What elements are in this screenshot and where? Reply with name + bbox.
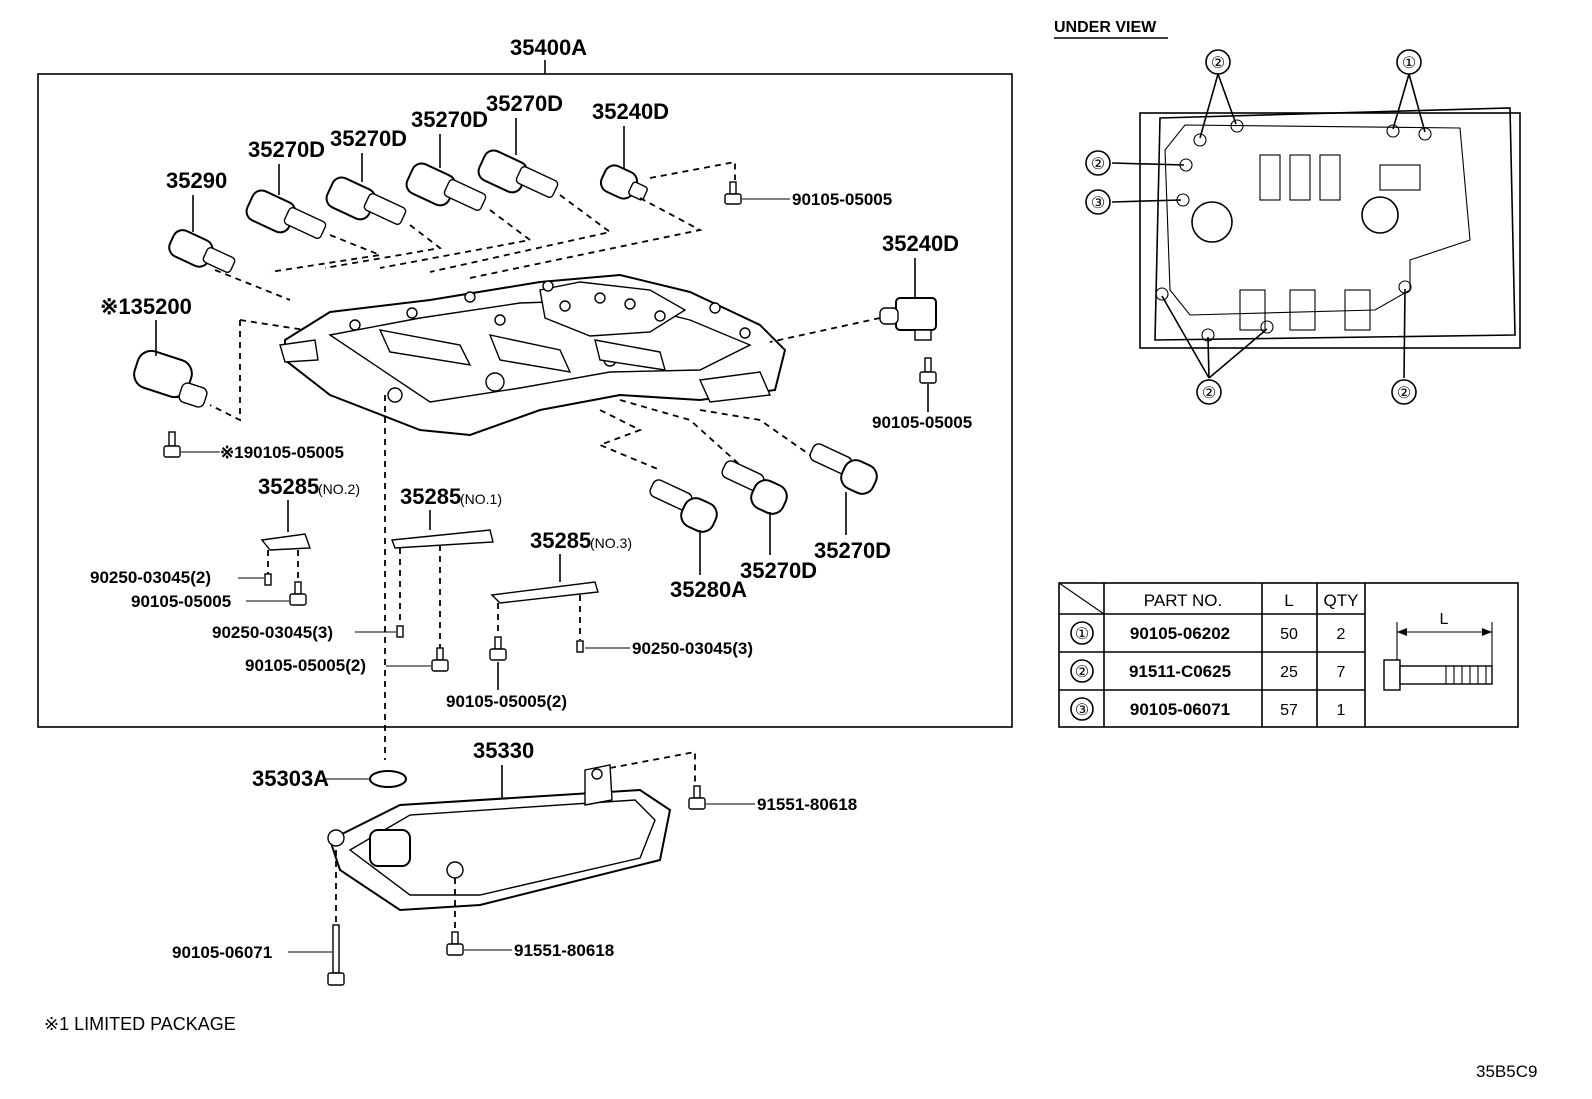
bolt-90105-05005-right (919, 357, 937, 384)
callout-2-bottom: ② (1202, 385, 1216, 402)
label-pin-no3: 90250-03045(3) (632, 639, 753, 658)
label-strainer: 35330 (473, 738, 534, 763)
solenoid-35240d-top (599, 164, 648, 201)
label-plate-no2: 35285 (258, 474, 319, 499)
solenoid-35280a (649, 479, 718, 533)
bolt-90105-05005-top (724, 181, 742, 205)
table-row1-l: 50 (1280, 626, 1298, 643)
main-assembly-label: 35400A (510, 35, 587, 60)
plate-no2 (260, 533, 311, 551)
callout-lines (1111, 73, 1426, 379)
solenoid-35270d-a (245, 189, 327, 239)
solenoid-35270d-c (405, 162, 487, 211)
label-bolt-no3: 90105-05005(2) (446, 692, 567, 711)
oil-strainer (327, 764, 672, 912)
label-35270d-2: 35270D (330, 126, 407, 151)
label-35270d-1: 35270D (248, 137, 325, 162)
table-row2-qty: 7 (1337, 664, 1346, 681)
table-row1-qty: 2 (1337, 626, 1346, 643)
label-35270d-5: 35270D (740, 558, 817, 583)
label-plate-no1-sub: (NO.1) (460, 491, 502, 507)
label-strainer-bolt-bottom: 91551-80618 (514, 941, 614, 960)
label-bolt-no2: 90105-05005 (131, 592, 231, 611)
label-strainer-long-bolt: 90105-06071 (172, 943, 272, 962)
table-row2-ref: ② (1075, 664, 1089, 681)
label-35290: 35290 (166, 168, 227, 193)
bolt-no1 (431, 647, 449, 672)
bolt-no3 (489, 636, 507, 661)
callout-2-left: ② (1091, 156, 1105, 173)
table-row1-partno: 90105-06202 (1130, 624, 1230, 643)
bolt-91551-80618-bottom (446, 931, 464, 956)
label-plate-no3: 35285 (530, 528, 591, 553)
callout-1: ① (1402, 55, 1416, 72)
table-row3-ref: ③ (1075, 702, 1089, 719)
dashed-guide (609, 750, 696, 785)
table-header-qty: QTY (1324, 591, 1359, 610)
bolt-length-label: L (1440, 611, 1449, 628)
table-row3-partno: 90105-06071 (1130, 700, 1230, 719)
label-oring: 35303A (252, 766, 329, 791)
under-view-title: UNDER VIEW (1054, 19, 1157, 36)
table-row3-l: 57 (1280, 702, 1298, 719)
label-bolt-no1: 90105-05005(2) (245, 656, 366, 675)
figure-code: 35B5C9 (1476, 1062, 1537, 1081)
solenoid-35270d-b (325, 176, 407, 225)
assembly-frame (37, 73, 1013, 728)
plate-no1 (391, 529, 494, 549)
callout-2-right: ② (1397, 385, 1411, 402)
solenoid-35270d-d (477, 149, 559, 198)
callout-2-top: ② (1211, 55, 1225, 72)
label-35280a: 35280A (670, 577, 747, 602)
bolt-91551-80618-top (688, 785, 706, 810)
footnote: ※1 LIMITED PACKAGE (44, 1014, 236, 1034)
label-35240d-top: 35240D (592, 99, 669, 124)
label-strainer-bolt-top: 91551-80618 (757, 795, 857, 814)
label-35200: ※135200 (100, 294, 192, 319)
label-bolt-top-right: 90105-05005 (792, 190, 892, 209)
table-row3-qty: 1 (1337, 702, 1346, 719)
valve-body (279, 273, 787, 437)
label-bolt-left: ※190105-05005 (220, 443, 344, 462)
under-view-drawing (1139, 107, 1521, 349)
o-ring (369, 770, 407, 788)
bolt-no2 (289, 581, 307, 606)
callout-circles (1085, 49, 1422, 405)
solenoid-35290 (168, 229, 236, 273)
pin-no1 (396, 625, 404, 638)
label-plate-no2-sub: (NO.2) (318, 481, 360, 497)
table-header-partno: PART NO. (1144, 591, 1222, 610)
bolt-90105-05005-left (163, 431, 181, 458)
solenoid-35270d-e (721, 460, 788, 515)
label-35270d-6: 35270D (814, 538, 891, 563)
label-pin-no2: 90250-03045(2) (90, 568, 211, 587)
label-plate-no3-sub: (NO.3) (590, 535, 632, 551)
label-35240d-right: 35240D (882, 231, 959, 256)
table-row1-ref: ① (1075, 626, 1089, 643)
label-plate-no1: 35285 (400, 484, 461, 509)
label-35270d-4: 35270D (486, 91, 563, 116)
label-35270d-3: 35270D (411, 107, 488, 132)
callout-3: ③ (1091, 195, 1105, 212)
dashed-guides (209, 160, 881, 760)
solenoid-35200 (133, 349, 208, 408)
table-row2-partno: 91511-C0625 (1129, 662, 1231, 681)
solenoid-35270d-f (809, 443, 878, 495)
bolt-table (1058, 582, 1519, 728)
plate-no3 (490, 581, 599, 604)
label-pin-no1: 90250-03045(3) (212, 623, 333, 642)
bolt-90105-06071 (327, 924, 345, 986)
solenoid-35240d-right (879, 297, 937, 341)
pin-no3 (576, 640, 584, 653)
table-header-l: L (1284, 591, 1293, 610)
table-row2-l: 25 (1280, 664, 1298, 681)
label-bolt-right: 90105-05005 (872, 413, 972, 432)
pin-no2 (264, 573, 272, 586)
